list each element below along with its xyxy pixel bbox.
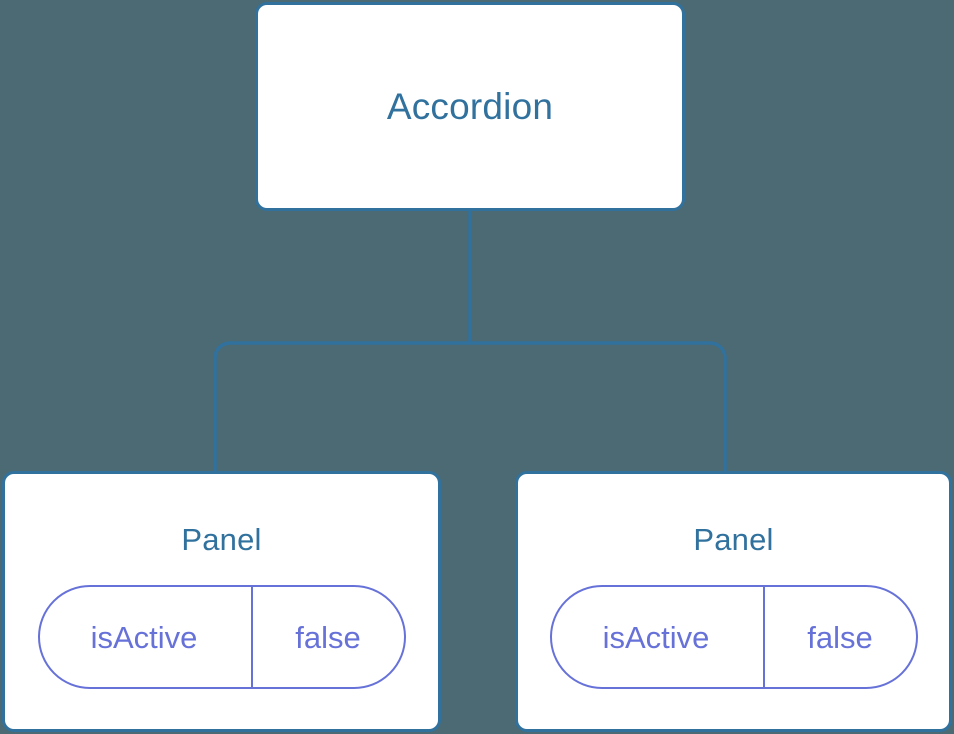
node-accordion-title: Accordion — [386, 86, 554, 127]
state-pill-panel-1[interactable]: isActive false — [549, 585, 918, 689]
connector-branch-right — [470, 341, 727, 474]
state-key-panel-0: isActive — [40, 587, 253, 687]
state-value-panel-0: false — [295, 619, 361, 655]
node-accordion[interactable]: Accordion — [255, 2, 685, 211]
state-key-panel-1: isActive — [552, 587, 765, 687]
state-pill-panel-0[interactable]: isActive false — [37, 585, 406, 689]
node-panel-0[interactable]: Panel isActive false — [2, 471, 441, 732]
node-panel-1-title: Panel — [693, 522, 774, 557]
state-value-panel-1: false — [807, 619, 873, 655]
node-panel-0-title: Panel — [181, 522, 262, 557]
connector-branch-left — [213, 341, 470, 474]
node-panel-1[interactable]: Panel isActive false — [515, 471, 952, 732]
